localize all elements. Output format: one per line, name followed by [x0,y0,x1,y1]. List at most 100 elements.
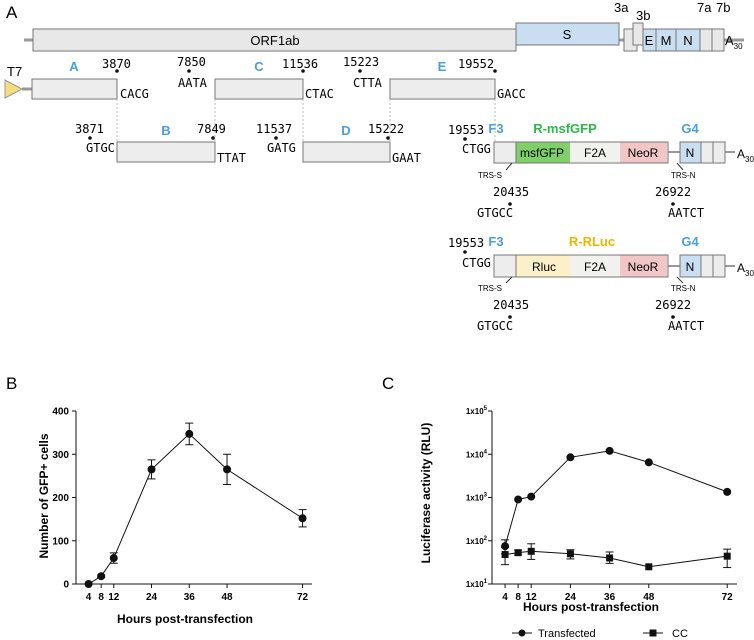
y-tick-label: 1x101 [466,579,488,589]
series-line [504,450,728,547]
reporter-msfgfp-pos1: 20435 [493,185,529,199]
fragment-e-start: 15223 [343,55,379,69]
reporter-msfgfp-start: 19553 [448,123,484,137]
gene-orf1ab-label: ORF1ab [250,33,299,48]
fragment-d-start-dot [274,136,278,140]
reporter-msfgfp-pos2-seq: AATCT [668,206,704,220]
gene-3b-label: 3b [636,8,650,23]
gene-s-label: S [563,27,572,42]
chart-b-xlabel: Hours post-transfection [117,612,253,626]
reporter-rluc-g4: G4 [681,234,699,249]
gene-s [515,22,620,46]
fragment-e-end-dot [493,69,497,73]
chart-c-xlabel: Hours post-transfection [523,600,659,614]
gene-3b [632,22,644,46]
fragment-b-start-dot [88,136,92,140]
fragment-c-start-dot [187,69,191,73]
data-point [109,554,118,563]
chart-c-legend: Transfected CC [512,628,688,640]
y-tick-label: 1x104 [466,449,488,459]
reporter-rluc-trs-n: TRS-N [671,284,696,293]
fragment-c-end-dot [301,69,305,73]
reporter-msfgfp: F3 R-msfGFP G4 19553 CTGG msfGFP F2A Neo… [448,121,754,220]
y-tick-label: 400 [52,407,69,418]
reporter-rluc-pos2: 26922 [655,298,691,312]
data-point [644,458,653,467]
data-point [723,552,731,560]
x-tick-label: 8 [98,592,104,603]
fragment-d-start: 11537 [256,122,292,136]
fragments-row2: B 3871 GTGC 7849 TTAT D 11537 GATG 15222… [75,122,421,165]
reporter-rluc-f3: F3 [488,234,503,249]
genome-map: ORF1ab S 3a 3b E M N 7a 7b A30 [24,0,744,52]
reporter-msfgfp-trs-n: TRS-N [671,171,696,180]
reporter-rluc-seg2-label: F2A [584,260,606,274]
data-point [514,549,522,557]
reporter-rluc-polya: A30 [737,261,754,278]
data-point [566,453,575,462]
reporter-msfgfp-n-label: N [686,146,695,160]
data-point [514,495,523,504]
data-point [527,547,535,555]
data-point [566,550,574,558]
reporter-msfgfp-title: R-msfGFP [533,121,597,136]
data-point [527,492,536,501]
reporter-rluc-pos2-seq: AATCT [668,319,704,333]
fragment-d [302,141,391,163]
reporter-rluc-title: R-RLuc [569,234,615,249]
fragment-c-end-seq: CTAC [305,87,334,101]
reporter-msfgfp-f3: F3 [488,121,503,136]
fragment-e-end: 19552 [458,57,494,71]
fragment-d-end-dot [386,136,390,140]
y-tick-label: 0 [63,580,69,591]
data-point [606,554,614,562]
legend-transfected-label: Transfected [538,628,596,640]
reporter-msfgfp-seg2-label: F2A [584,146,606,160]
reporter-rluc-seg1-label: Rluc [532,260,556,274]
reporter-msfgfp-trs-s: TRS-S [478,171,502,180]
reporter-rluc-trs-s: TRS-S [478,284,502,293]
y-tick-label: 200 [52,493,69,504]
fragments-row1: T7 A 3870 CACG C 7850 AATA 11536 CTAC E … [4,55,526,101]
reporter-msfgfp-polya: A30 [737,147,754,164]
data-point [298,514,307,523]
gene-7b [711,28,725,52]
reporter-msfgfp-seg2 [570,142,620,163]
gene-7b-label: 7b [716,0,730,15]
x-tick-label: 72 [722,592,734,603]
reporter-msfgfp-seg1-label: msfGFP [520,146,564,160]
x-tick-label: 48 [643,592,655,603]
legend-cc-marker [649,629,657,637]
x-tick-label: 4 [502,592,508,603]
fragment-c [214,78,304,100]
chart-c-ylabel: Luciferase activity (RLU) [419,423,433,564]
fragment-b-start: 3871 [75,122,104,136]
y-tick-label: 1x102 [466,536,488,546]
reporter-rluc-n-label: N [686,260,695,274]
t7-promoter-icon [4,79,24,99]
fragment-a-end-dot [115,69,119,73]
fragment-e-start-seq: CTTA [353,76,383,90]
x-tick-label: 36 [184,592,196,603]
panel-label-b: B [6,374,17,393]
fragment-b-start-seq: GTGC [86,141,115,155]
fragment-c-end: 11536 [282,57,318,71]
y-tick-label: 100 [52,536,69,547]
data-point [97,572,106,581]
legend-cc-label: CC [672,628,688,640]
reporter-msfgfp-seg1 [516,142,570,163]
reporter-rluc-seg3-label: NeoR [628,260,659,274]
fragment-a-name: A [69,59,79,74]
fragment-d-end: 15222 [368,122,404,136]
reporter-rluc: F3 R-RLuc G4 19553 CTGG Rluc F2A NeoR N … [448,234,754,333]
data-point [223,465,232,474]
fragment-a-end: 3870 [102,57,131,71]
fragment-e-name: E [438,59,447,74]
reporter-rluc-seg3 [620,255,667,277]
data-point [605,446,614,455]
reporter-msfgfp-pos1-seq: GTGCC [477,206,513,220]
panel-label-a: A [6,3,18,22]
panel-label-c: C [382,374,394,393]
